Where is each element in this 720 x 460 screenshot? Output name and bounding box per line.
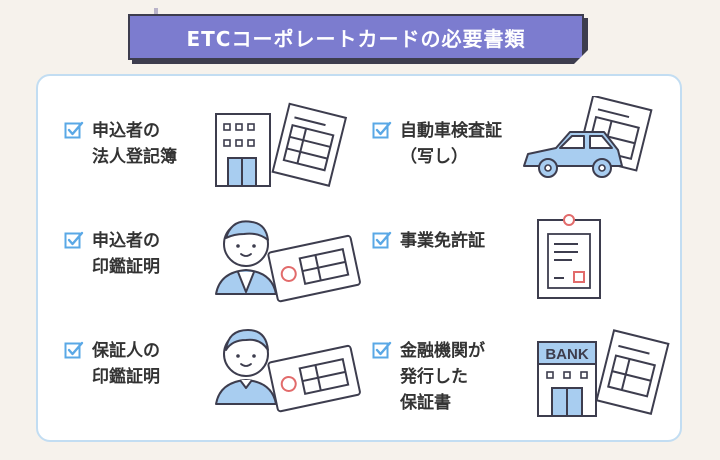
title-banner: ETCコーポレートカードの必要書類 (128, 8, 588, 64)
label-line: 発行した (400, 367, 468, 387)
checkbox-icon (372, 121, 392, 139)
label-line: 法人登記簿 (92, 147, 177, 167)
document-label: 申込者の 印鑑証明 (92, 228, 160, 280)
page-title: ETCコーポレートカードの必要書類 (128, 14, 584, 60)
document-label: 保証人の 印鑑証明 (92, 338, 160, 390)
label-line: 事業免許証 (400, 231, 485, 251)
checkbox-icon (64, 231, 84, 249)
checkbox-icon (64, 341, 84, 359)
car-icon (523, 96, 653, 178)
document-label: 事業免許証 (400, 228, 485, 254)
label-line: 申込者の (92, 121, 160, 141)
label-line: 印鑑証明 (92, 367, 160, 387)
banner-tab (154, 8, 158, 16)
person-icon (215, 329, 361, 413)
building-icon (215, 102, 348, 187)
checkbox-icon (64, 121, 84, 139)
label-line: 印鑑証明 (92, 257, 160, 277)
label-line: 保証人の (92, 341, 160, 361)
checkbox-icon (372, 231, 392, 249)
label-line: 自動車検査証 (400, 121, 502, 141)
label-line: 金融機関が (400, 341, 485, 361)
label-line: 申込者の (92, 231, 160, 251)
bank-icon: BANK (537, 329, 670, 417)
person-icon (215, 220, 361, 303)
label-line: （写し） (400, 147, 468, 167)
document-label: 金融機関が 発行した 保証書 (400, 338, 485, 416)
checkbox-icon (372, 341, 392, 359)
document-icon (537, 214, 601, 299)
banner-fold (574, 50, 588, 64)
document-label: 自動車検査証 （写し） (400, 118, 502, 170)
documents-card: 申込者の 法人登記簿 自動車検査証 （写し） 申込者の 印鑑証明 (36, 74, 682, 442)
document-label: 申込者の 法人登記簿 (92, 118, 177, 170)
label-line: 保証書 (400, 393, 451, 413)
bank-sign-text: BANK (545, 346, 588, 363)
